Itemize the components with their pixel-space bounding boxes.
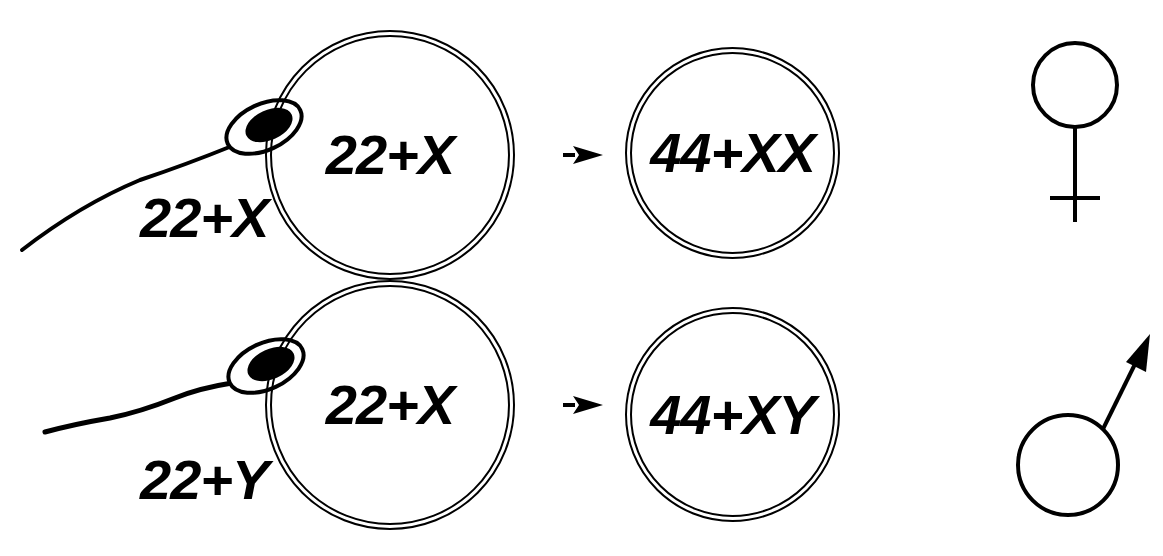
egg-cell: 22+X bbox=[265, 30, 515, 280]
female-symbol bbox=[1033, 43, 1117, 222]
sperm-label: 22+Y bbox=[140, 452, 268, 508]
chromosome-formula: 22+X bbox=[326, 127, 454, 183]
zygote-cell: 44+XY bbox=[625, 307, 840, 522]
arrow-connector bbox=[563, 146, 603, 164]
chromosome-formula: 44+XX bbox=[650, 125, 815, 181]
arrow-line bbox=[563, 153, 575, 157]
chromosome-formula: 44+XY bbox=[650, 387, 815, 443]
chromosome-formula: 22+X bbox=[326, 377, 454, 433]
male-symbol bbox=[1018, 334, 1150, 515]
egg-cell: 22+X bbox=[265, 280, 515, 530]
sperm-label: 22+X bbox=[140, 190, 268, 246]
zygote-cell: 44+XX bbox=[625, 47, 840, 259]
arrow-head bbox=[573, 146, 603, 164]
arrow-head bbox=[573, 396, 603, 414]
arrow-line bbox=[563, 403, 575, 407]
arrow-connector bbox=[563, 396, 603, 414]
